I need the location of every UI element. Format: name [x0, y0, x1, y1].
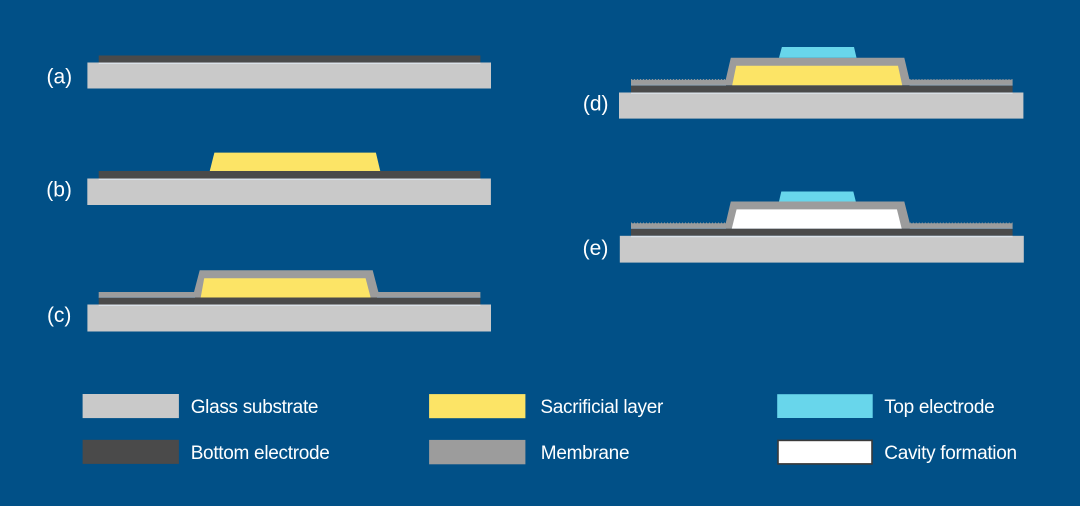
- svg-text:Sacrificial layer: Sacrificial layer: [540, 397, 664, 418]
- svg-text:Membrane: Membrane: [541, 443, 629, 464]
- svg-text:(b): (b): [46, 178, 72, 201]
- svg-text:Cavity formation: Cavity formation: [884, 443, 1016, 464]
- svg-text:Glass substrate: Glass substrate: [191, 397, 319, 418]
- svg-text:(c): (c): [47, 304, 72, 327]
- svg-text:(d): (d): [583, 93, 609, 116]
- svg-text:Top electrode: Top electrode: [884, 397, 994, 418]
- svg-text:(a): (a): [46, 65, 72, 88]
- svg-text:Bottom electrode: Bottom electrode: [191, 443, 330, 464]
- svg-text:(e): (e): [583, 237, 609, 260]
